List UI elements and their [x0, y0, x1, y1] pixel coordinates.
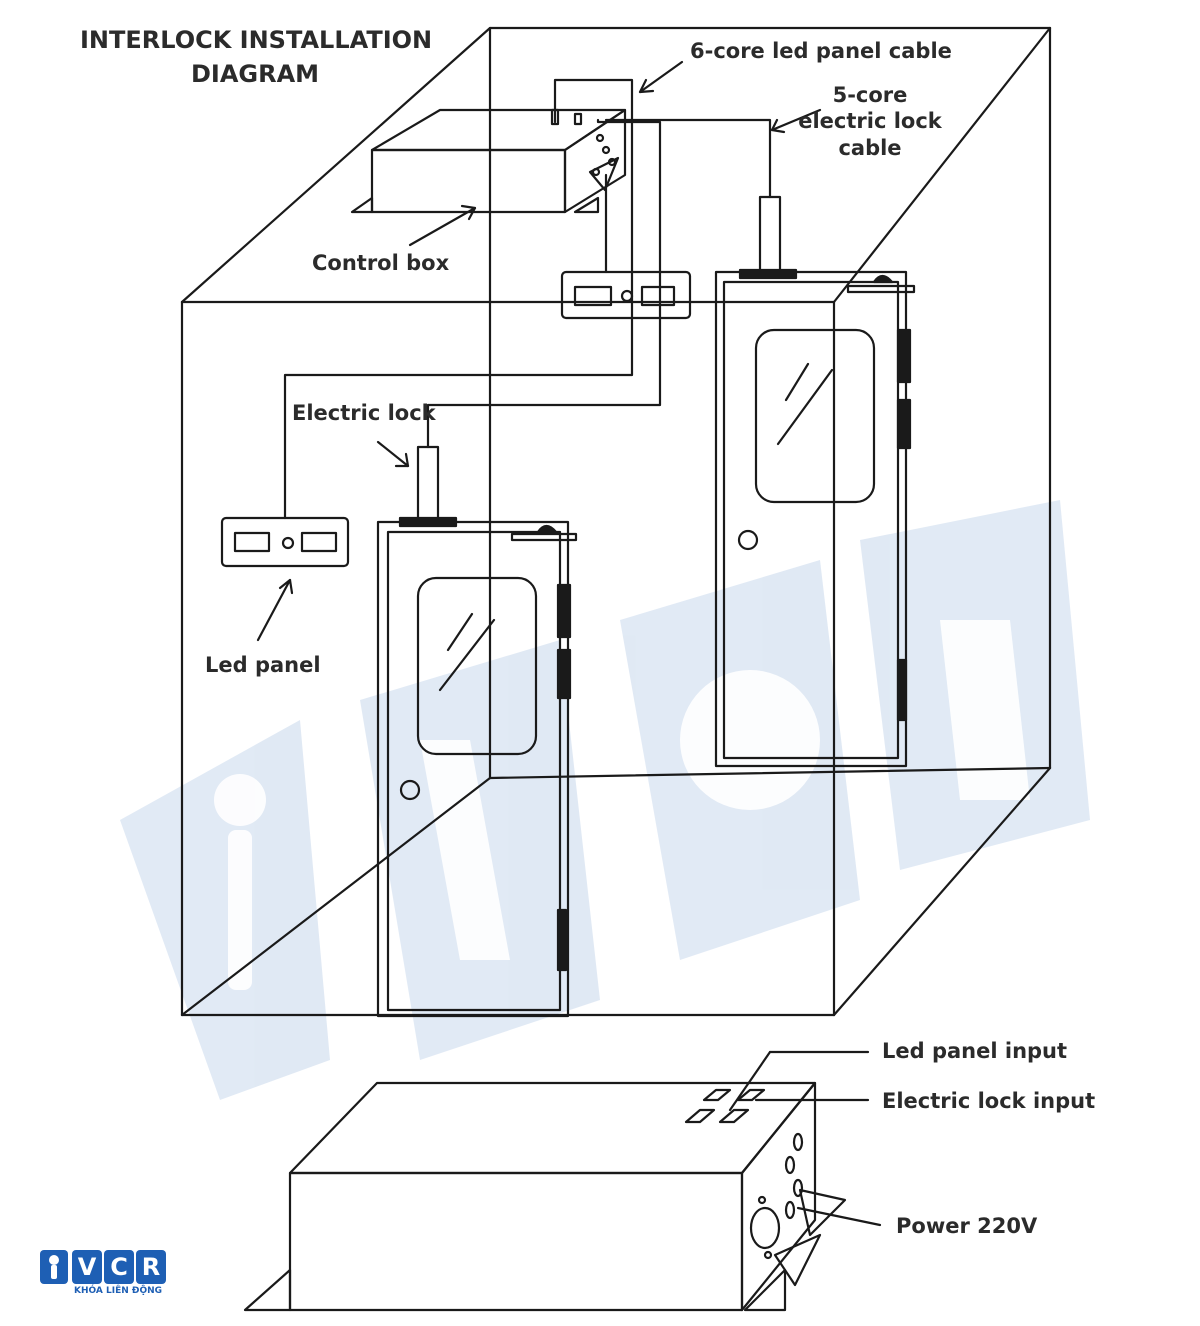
electric-lock-label: Electric lock — [292, 401, 436, 425]
five-core-line-3: cable — [838, 135, 902, 160]
power-label: Power 220V — [896, 1214, 1038, 1238]
logo-letter-c: C — [104, 1250, 134, 1284]
room-outline — [180, 26, 1052, 1017]
pointer-arrows — [256, 60, 822, 642]
control-box-detail — [243, 1050, 882, 1312]
control-box-label: Control box — [312, 251, 450, 275]
led-panel-right — [560, 270, 692, 320]
electric-lock-left — [398, 445, 458, 528]
logo-letter-v: V — [72, 1250, 102, 1284]
led-panel-left — [220, 516, 350, 568]
led-panel-label: Led panel — [205, 653, 321, 677]
led-panel-input-label: Led panel input — [882, 1039, 1068, 1063]
title-line-2: DIAGRAM — [190, 59, 320, 88]
page-title: INTERLOCK INSTALLATION DIAGRAM — [80, 24, 433, 91]
five-core-cable-label: 5-core electric lock cable — [790, 82, 950, 161]
keyhole-icon — [49, 1255, 59, 1279]
door-left — [376, 520, 578, 1018]
logo-letter-r: R — [136, 1250, 166, 1284]
electric-lock-input-label: Electric lock input — [882, 1089, 1096, 1113]
six-core-cable-label: 6-core led panel cable — [690, 39, 952, 63]
five-core-line-1: 5-core — [832, 83, 908, 107]
logo-tagline: KHÓA LIÊN ĐỘNG — [74, 1286, 163, 1296]
five-core-line-2: electric lock — [798, 109, 942, 134]
vcr-logo: V C R KHÓA LIÊN ĐỘNG — [40, 1250, 170, 1300]
cables — [283, 78, 772, 520]
control-box-top — [350, 108, 627, 214]
electric-lock-right — [738, 195, 798, 280]
title-line-1: INTERLOCK INSTALLATION — [80, 26, 433, 54]
logo-icon-tile — [40, 1250, 68, 1284]
door-right — [714, 270, 916, 768]
